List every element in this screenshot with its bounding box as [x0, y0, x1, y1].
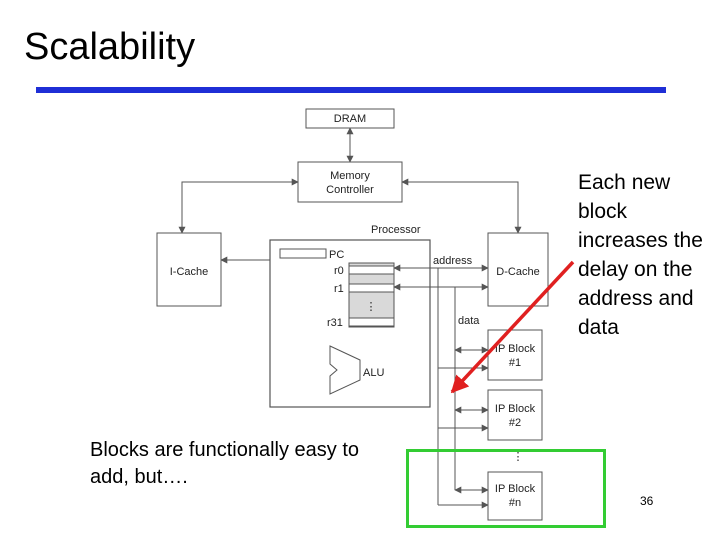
r31-label: r31 — [327, 317, 343, 329]
ip-block-n-label-2: #n — [509, 497, 521, 509]
ip-block-1 — [487, 329, 543, 381]
r0-register — [348, 265, 395, 275]
ip-block-2-label-2: #2 — [509, 417, 521, 429]
alu-label: ALU — [363, 367, 384, 379]
slide-title: Scalability — [24, 26, 196, 68]
memory-controller-box — [297, 161, 403, 203]
page-number: 36 — [640, 494, 654, 508]
pc-label: PC — [329, 249, 344, 261]
mc-icache-link — [178, 178, 299, 234]
delay-annotation: Each new block increases the delay on th… — [578, 171, 703, 339]
processor-label: Processor — [371, 224, 421, 236]
dcache-label: D-Cache — [496, 266, 539, 278]
alu-shape — [329, 345, 361, 395]
icache-label: I-Cache — [170, 266, 209, 278]
address-label: address — [433, 255, 473, 267]
memory-controller-label-2: Controller — [326, 184, 374, 196]
ip-block-2-label-1: IP Block — [495, 403, 536, 415]
r1-label: r1 — [334, 283, 344, 295]
red-arrow — [450, 260, 575, 394]
title-underline — [36, 87, 666, 93]
pc-register — [279, 248, 327, 259]
r31-register — [348, 317, 395, 327]
ip-block-2 — [487, 389, 543, 441]
r1-register — [348, 283, 395, 293]
dram-label: DRAM — [334, 113, 366, 125]
ip-block-n — [487, 471, 543, 521]
mc-dcache-link — [401, 178, 522, 234]
memory-controller-label-1: Memory — [330, 170, 370, 182]
data-label: data — [458, 315, 480, 327]
register-ellipsis: ⋮ — [366, 301, 377, 313]
highlight-box — [406, 449, 606, 528]
ip-ellipsis: ⋮ — [513, 451, 524, 463]
easy-to-add-annotation: Blocks are functionally easy to add, but… — [90, 439, 360, 488]
ip-block-1-label-2: #1 — [509, 357, 521, 369]
icache-box — [156, 232, 222, 307]
ip-block-1-label-1: IP Block — [495, 343, 536, 355]
r0-label: r0 — [334, 265, 344, 277]
ip-block-n-label-1: IP Block — [495, 483, 536, 495]
